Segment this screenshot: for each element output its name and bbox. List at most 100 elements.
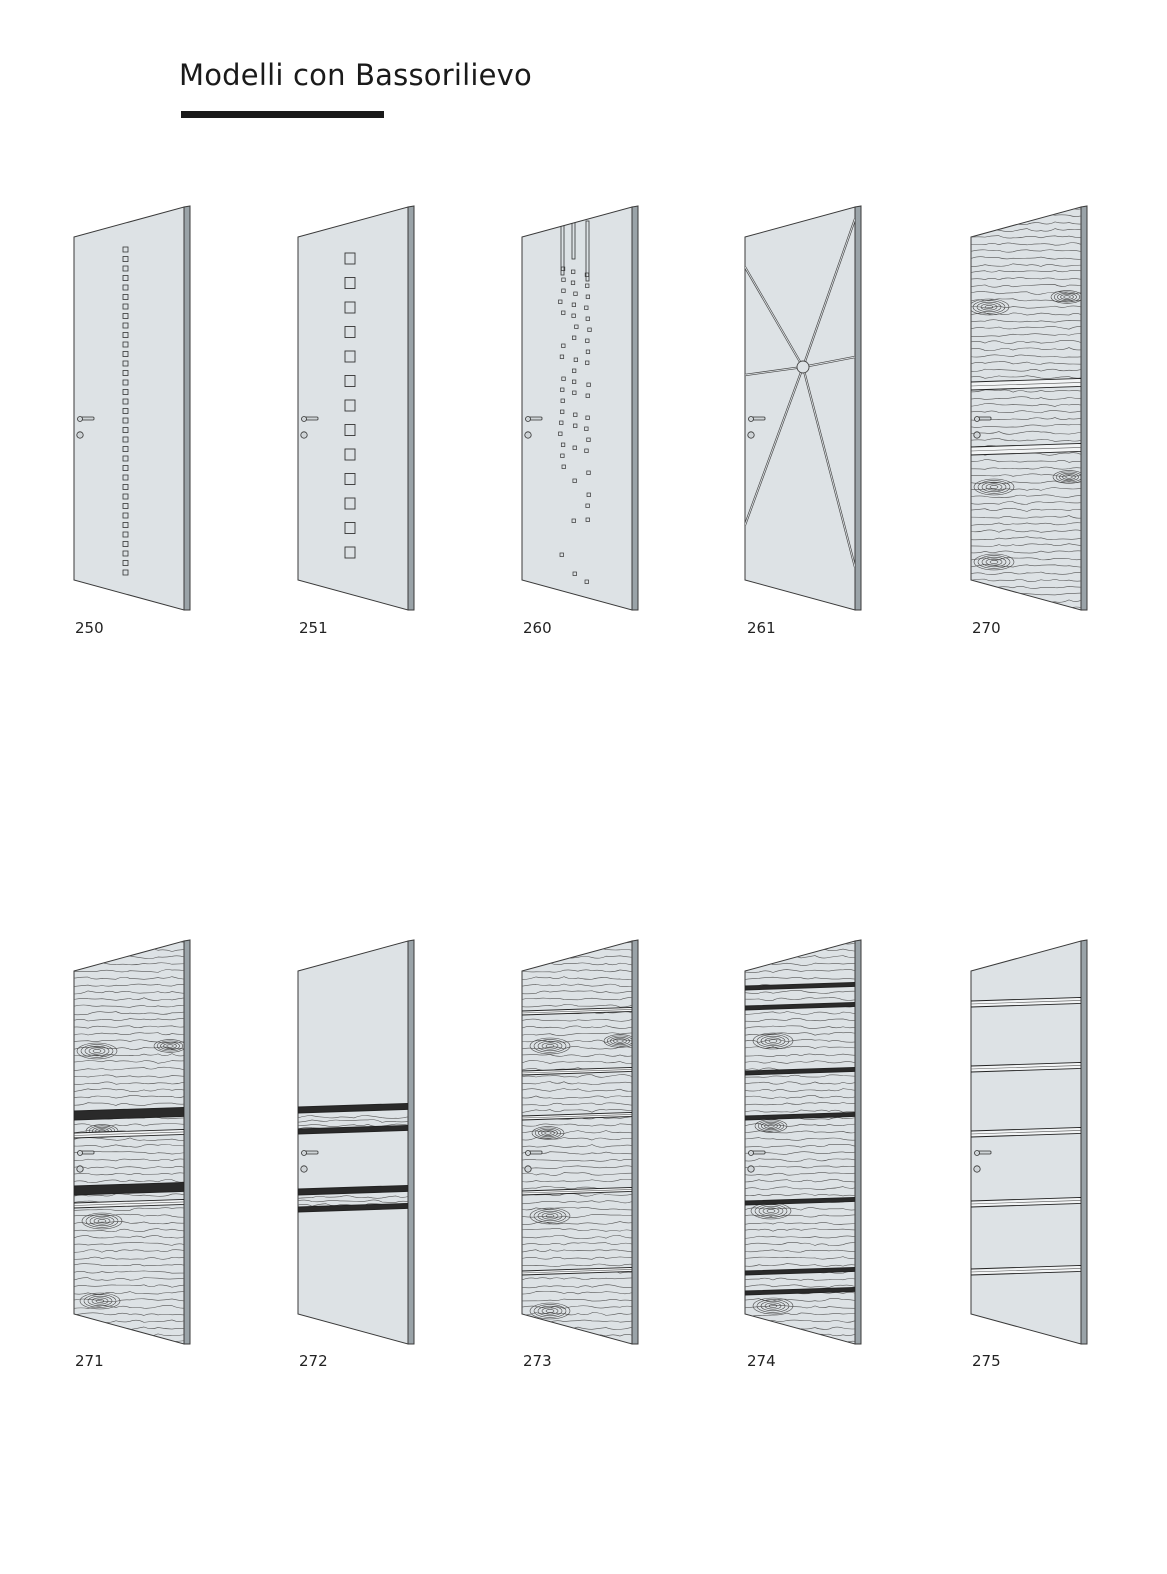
wood-grain-line: [522, 1060, 632, 1065]
wood-knot: [758, 1205, 784, 1217]
wood-grain-line: [971, 242, 1081, 246]
square-cutout: [573, 412, 578, 417]
square-cutout: [584, 448, 589, 453]
wood-knot: [544, 1131, 552, 1135]
wood-grain-line: [522, 1228, 632, 1232]
square-cutout: [572, 445, 577, 450]
door-pattern: [971, 996, 1081, 1276]
wood-grain-line: [745, 1172, 855, 1176]
wood-grain-line: [298, 1123, 408, 1127]
wood-knot: [754, 1119, 788, 1133]
wood-knot: [538, 1128, 558, 1138]
wood-grain-line: [74, 1284, 184, 1288]
square-cutout: [344, 497, 356, 510]
wood-knot: [529, 1207, 571, 1225]
door-face: [744, 206, 856, 611]
wood-grain-line: [522, 1095, 632, 1099]
square-cutout: [585, 349, 591, 354]
square-cutout: [570, 280, 576, 285]
square-cutout: [122, 322, 129, 329]
square-cutout: [585, 517, 590, 522]
square-cutout: [572, 478, 577, 483]
wood-grain-line: [74, 1060, 184, 1064]
model-code-272: 272: [299, 1352, 328, 1370]
wood-knot: [93, 1217, 111, 1225]
square-cutout: [122, 360, 129, 367]
groove-line: [522, 1189, 632, 1194]
square-cutout: [344, 326, 356, 338]
wood-grain-line: [74, 983, 184, 987]
wood-grain-line: [74, 1018, 184, 1022]
square-cutout: [573, 423, 578, 428]
wood-knot: [1053, 291, 1081, 303]
square-cutout: [573, 291, 578, 296]
square-cutout: [122, 522, 129, 528]
groove-line: [74, 1131, 184, 1136]
door-271: [72, 939, 202, 1351]
wood-grain-line: [522, 1102, 632, 1106]
wood-grain-line: [745, 1109, 855, 1113]
square-cutout: [560, 409, 565, 414]
wood-grain-line: [522, 997, 632, 1001]
wood-grain-line: [971, 389, 1081, 393]
square-cutout: [561, 277, 566, 282]
square-cutout: [586, 492, 591, 497]
wood-grain-line: [522, 1249, 632, 1253]
groove-line: [522, 1069, 632, 1074]
square-cutout: [586, 470, 591, 475]
slot-groove: [585, 220, 590, 282]
wood-grain-line: [74, 969, 184, 973]
wood-knot: [764, 1037, 782, 1045]
square-cutout: [344, 350, 356, 363]
square-cutout: [561, 343, 566, 348]
groove-line: [971, 1065, 1081, 1070]
wood-grain-line: [745, 1179, 855, 1183]
square-cutout: [122, 417, 129, 424]
wood-grain-line: [971, 459, 1081, 463]
lock-cylinder: [973, 431, 981, 439]
wood-grain-line: [971, 333, 1081, 337]
wood-grain-line: [522, 1298, 632, 1302]
wood-grain-line: [74, 1032, 184, 1037]
square-cutout: [560, 387, 565, 392]
wood-grain-line: [522, 1004, 632, 1008]
wood-grain-line: [74, 997, 184, 1001]
wood-grain-line: [745, 1249, 855, 1253]
handle-rosette: [974, 416, 980, 422]
square-cutout: [585, 393, 590, 398]
wood-grain-line: [971, 305, 1081, 309]
wood-knot: [985, 558, 1003, 566]
wood-grain-line: [74, 1270, 184, 1275]
wood-grain-line: [971, 466, 1081, 470]
square-cutout: [560, 398, 565, 403]
star-groove-inner: [745, 266, 804, 368]
lock-cylinder: [524, 431, 532, 439]
wood-knot: [534, 1127, 562, 1139]
square-cutout: [561, 464, 566, 469]
wood-knot: [754, 1204, 788, 1218]
wood-grain-line: [971, 473, 1081, 477]
door-pattern: [558, 218, 592, 584]
wood-knot: [545, 1309, 555, 1313]
wood-grain-line: [522, 1214, 632, 1218]
wood-knot: [156, 1040, 184, 1052]
wood-grain-line: [745, 969, 855, 973]
wood-grain-line: [298, 1115, 408, 1119]
wood-grain-line: [971, 326, 1081, 330]
square-cutout: [571, 518, 576, 523]
square-cutout: [584, 426, 589, 431]
groove-band: [298, 1184, 408, 1196]
square-cutout: [584, 579, 589, 584]
door-273: [520, 939, 650, 1351]
groove-band: [745, 1001, 855, 1011]
star-groove-inner: [802, 366, 855, 568]
square-cutout: [572, 390, 577, 395]
square-cutout: [573, 357, 578, 362]
wood-grain-line: [969, 614, 1097, 616]
door-face: [744, 940, 856, 1345]
wood-grain-line: [298, 1195, 408, 1199]
door-face: [970, 206, 1082, 611]
groove-line: [522, 1009, 632, 1014]
square-cutout: [122, 246, 129, 253]
handle-rosette: [974, 1150, 980, 1156]
